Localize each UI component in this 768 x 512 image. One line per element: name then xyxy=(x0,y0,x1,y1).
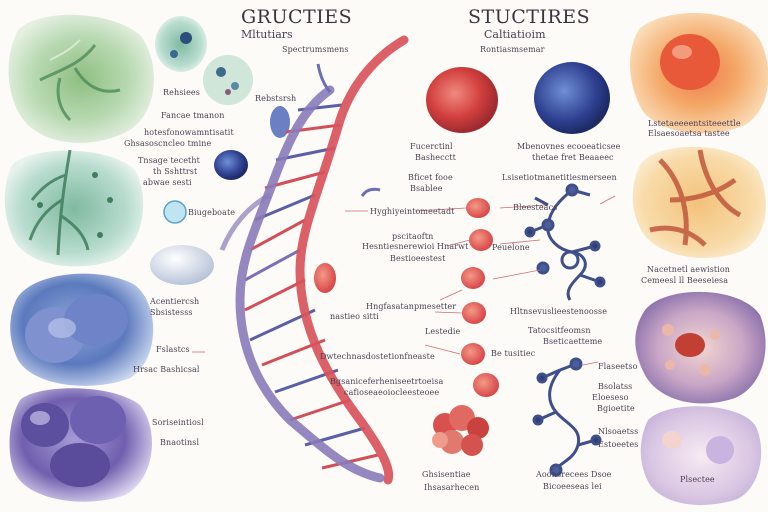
left-title: GRUCTIES xyxy=(241,6,353,28)
left-caption: Spectrumsmens xyxy=(282,45,349,54)
label-f6: Bsolatss xyxy=(598,382,633,391)
right-caption: Rontiasmsemar xyxy=(480,45,545,54)
green-neuron-tissue xyxy=(4,149,144,267)
label-c11: Lestedie xyxy=(425,327,461,336)
label-c12: Dwtechnasdostetionfneaste xyxy=(320,352,435,361)
label-r10: Aoonsrecees Dsoe xyxy=(536,470,612,479)
label-c5: Hyghiyeintomeetadt xyxy=(370,207,455,216)
label-c13: Bgsaniceferheniseetrtoeisa xyxy=(330,377,444,386)
label-l6: Tnsage tecetht xyxy=(138,156,200,165)
label-f11: Plsectee xyxy=(680,475,715,484)
misc-cells-left xyxy=(150,106,290,285)
label-l8: abwae sesti xyxy=(143,178,192,187)
right-subtitle: Caltiatioim xyxy=(484,28,546,41)
label-c1: Fucerctinl xyxy=(410,142,453,151)
label-l9: Biugeboate xyxy=(188,208,236,217)
label-r7: Tatocsitfeomsn xyxy=(528,326,591,335)
green-tissue-top xyxy=(8,14,154,143)
label-f1: Lstetaeeeentsiteeettle xyxy=(648,119,741,128)
label-c14: cafioseaeoiocleesteoee xyxy=(344,388,440,397)
green-cell-small xyxy=(155,16,207,72)
label-l14: Soriseintiosl xyxy=(152,418,204,427)
label-r8: Bseticaetteme xyxy=(543,337,603,346)
purple-cell-cluster xyxy=(9,388,153,502)
left-subtitle: Mltutiars xyxy=(241,28,293,41)
blue-sphere-large xyxy=(534,62,610,134)
label-l13: Hrsac Bashicsal xyxy=(133,365,200,374)
blue-cell-cluster xyxy=(10,273,154,386)
label-r2: thetae fret Beaaeec xyxy=(532,153,614,162)
label-r4: Bleesteacs xyxy=(513,203,558,212)
label-l15: Bnaotinsl xyxy=(160,438,200,447)
label-l5: Ghsasoscncleo tmine xyxy=(124,139,212,148)
label-c3: Bficet fooe xyxy=(408,173,453,182)
molecule-chain-lower xyxy=(532,357,602,477)
label-l12: Fslastcs xyxy=(156,345,190,354)
red-sphere-large xyxy=(426,67,498,133)
label-c6: pscitaoftn xyxy=(392,232,434,241)
mauve-cell xyxy=(635,291,766,404)
label-f2: Elsaesoaetsa tastee xyxy=(648,129,730,138)
label-f8: Bgioetite xyxy=(597,404,635,413)
label-r11: Bicoeeseas lei xyxy=(543,482,602,491)
label-c10: nastieo sitti xyxy=(330,312,379,321)
pointer-lines xyxy=(192,195,616,366)
small-red-cells xyxy=(314,198,499,397)
label-l2: Rebstsrsh xyxy=(255,94,297,103)
label-r9: Be tusitiec xyxy=(491,349,536,358)
label-f7: Eloeseso xyxy=(592,393,629,402)
molecule-chain-upper xyxy=(524,183,606,301)
label-l11: Sbsistesss xyxy=(150,308,193,317)
label-f9: Nlsoaetss xyxy=(598,427,639,436)
lavender-cell xyxy=(640,406,762,505)
label-c8: Bestioeestest xyxy=(390,254,446,263)
dna-double-helix xyxy=(219,35,409,485)
amber-vessel-tissue xyxy=(632,146,766,258)
label-l4: hotesfonowamntisatit xyxy=(144,128,234,137)
label-r5: Peuelone xyxy=(492,243,530,252)
label-l3: Fancae tmanon xyxy=(161,111,225,120)
label-f5: Flaseetso xyxy=(598,362,638,371)
green-cell-round xyxy=(203,55,253,105)
label-l1: Rehsiees xyxy=(163,88,200,97)
right-title: STUCTIRES xyxy=(468,6,591,28)
label-l10: Acentiercsh xyxy=(150,297,200,306)
label-l7: th Sshttrst xyxy=(153,167,198,176)
red-tissue-clump xyxy=(432,405,489,456)
orange-cell-top xyxy=(630,13,768,134)
label-c4: Bsablee xyxy=(410,184,443,193)
label-f10: Estoeetes xyxy=(598,440,639,449)
label-r6: Hltnsevuslieestenoosse xyxy=(510,307,608,316)
label-f3: Nacetnetl aewistion xyxy=(647,265,731,274)
label-c15: Ghsisentiae xyxy=(422,470,471,479)
label-c9: Hngfasatanpmesetter xyxy=(366,302,457,311)
label-r3: Lsisetiotmanetitiesmerseen xyxy=(502,173,617,182)
label-c2: Bashecctt xyxy=(415,153,456,162)
label-r1: Mbenovnes ecooeaticsee xyxy=(517,142,621,151)
label-c16: Ihsasarhecen xyxy=(424,483,480,492)
label-f4: Cemeesl ll Beeseiesa xyxy=(641,276,729,285)
label-c7: Hesntiesnerewioi Hnarwt xyxy=(362,242,469,251)
